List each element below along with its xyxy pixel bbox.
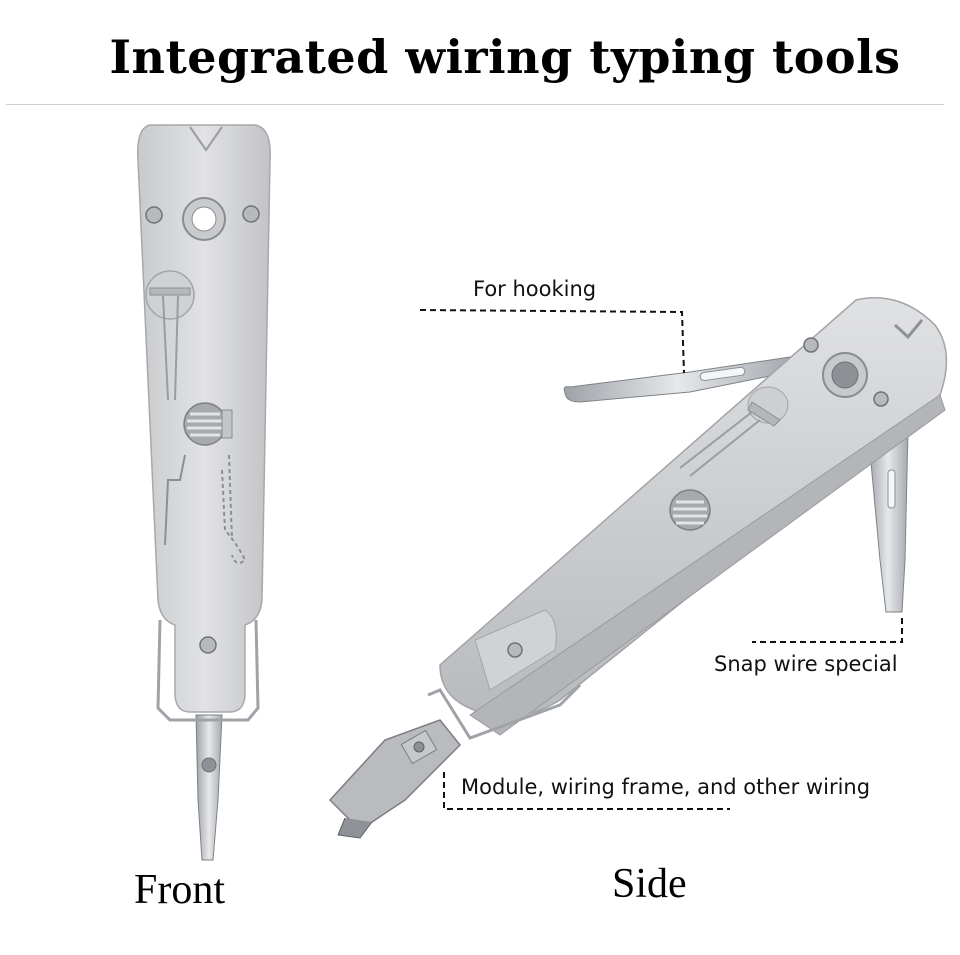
label-side: Side: [612, 861, 687, 907]
callout-for-hooking: For hooking: [473, 277, 597, 301]
callout-snap-wire-special: Snap wire special: [714, 652, 898, 676]
leader-snap: [752, 618, 903, 643]
leader-lines: [419, 309, 903, 810]
leader-module: [443, 772, 730, 810]
side-tool-icon: [328, 297, 948, 839]
header-divider: [6, 104, 944, 105]
label-front: Front: [134, 867, 226, 913]
page-title: Integrated wiring typing tools: [109, 30, 901, 84]
front-tool-icon: [137, 124, 271, 861]
callout-module-wiring: Module, wiring frame, and other wiring: [461, 775, 871, 799]
leader-hooking: [419, 309, 685, 374]
